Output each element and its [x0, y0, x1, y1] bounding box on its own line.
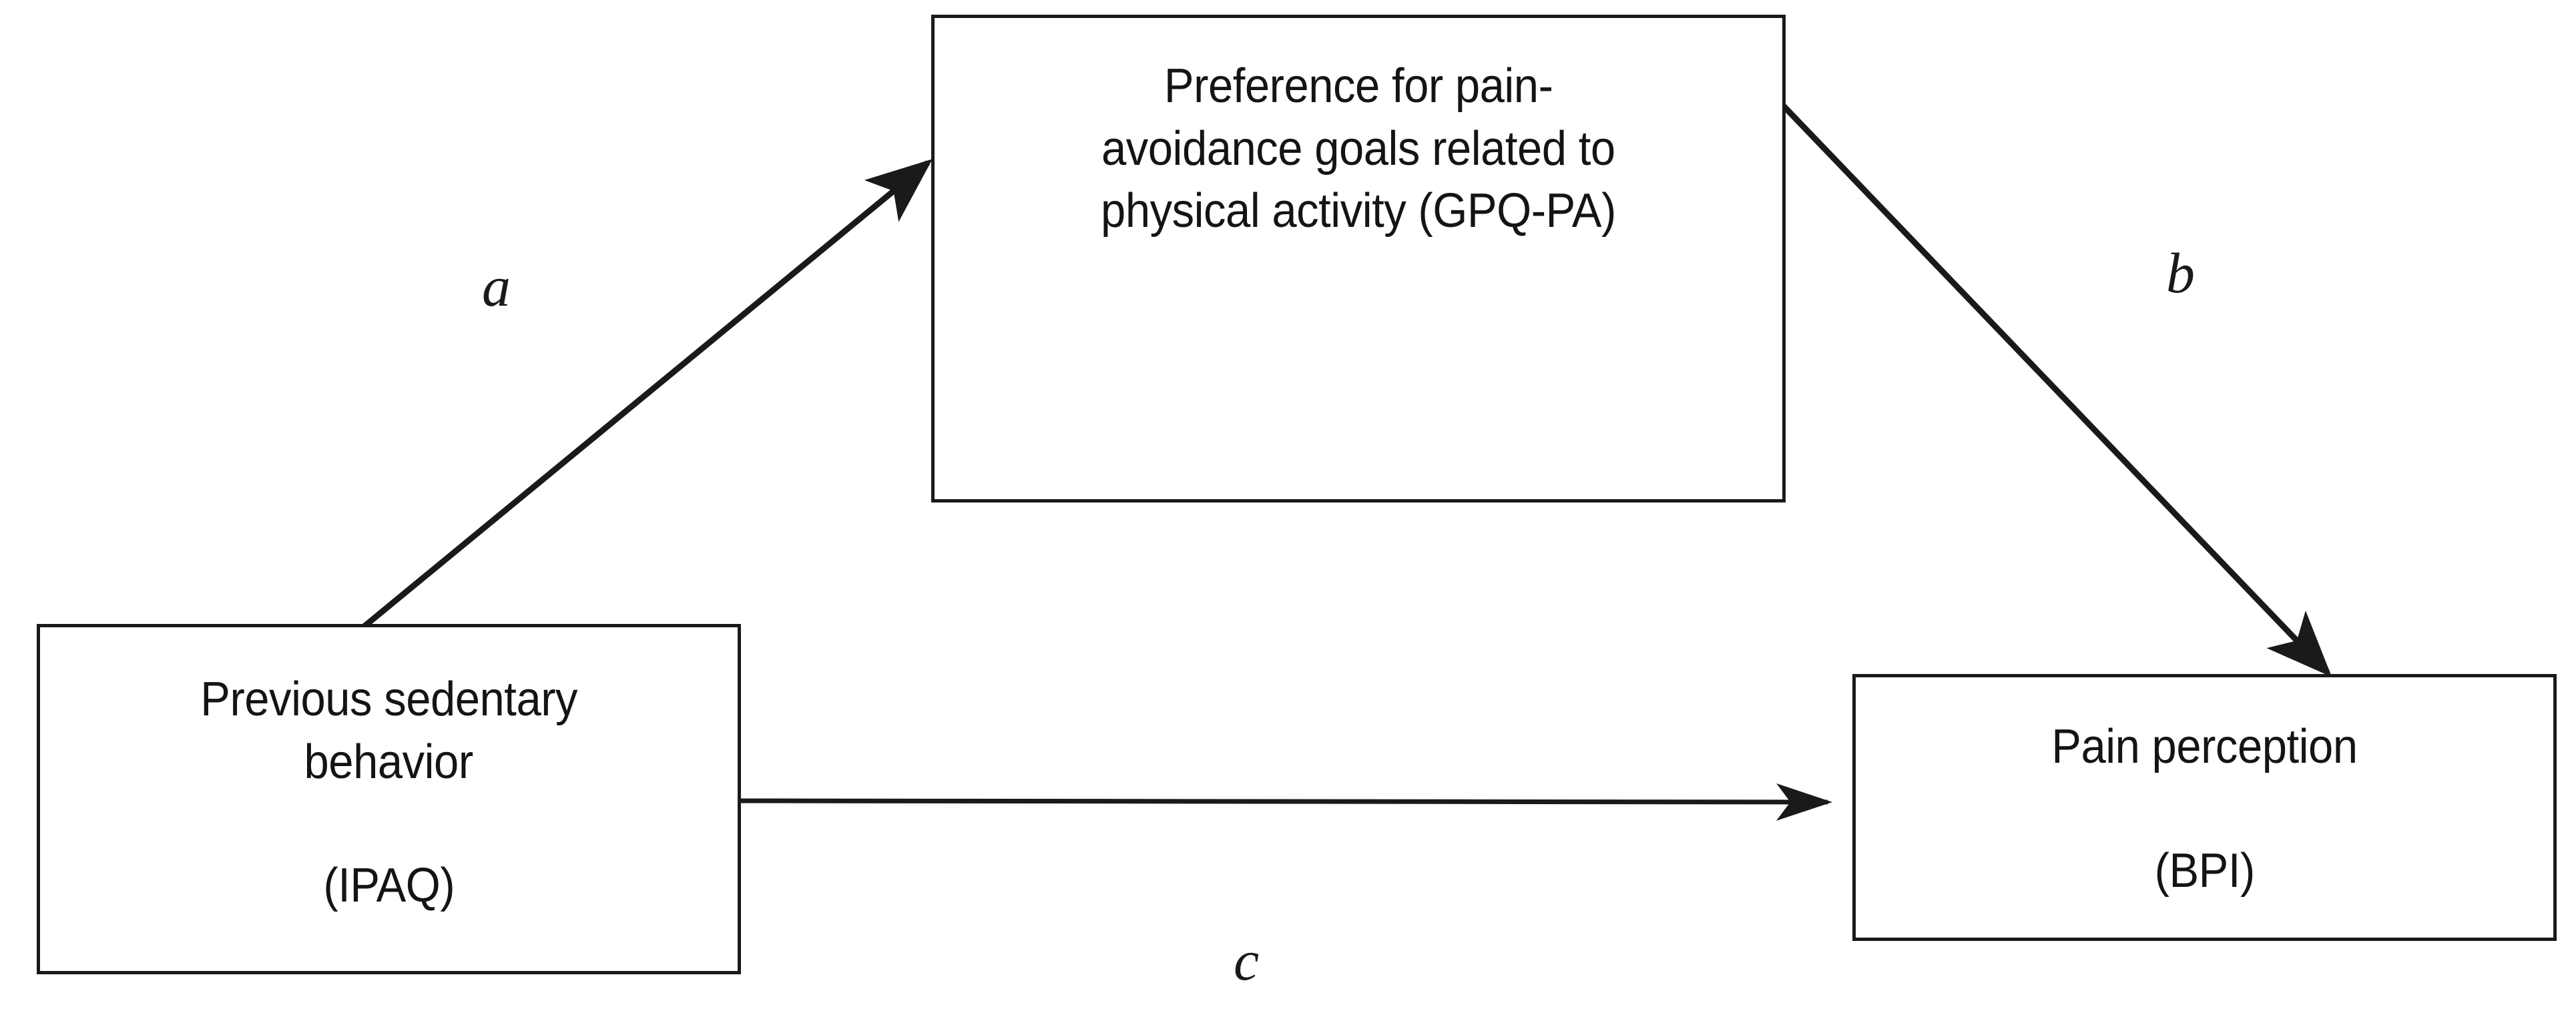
- predictor-line-2: behavior: [304, 735, 474, 789]
- mediator-line-2: avoidance goals related to: [1101, 121, 1615, 176]
- mediator-line-1: Preference for pain-: [1164, 59, 1553, 113]
- path-label-c: c: [1234, 928, 1260, 992]
- mediator-line-3: physical activity (GPQ-PA): [1101, 184, 1616, 238]
- predictor-line-1: Previous sedentary: [200, 673, 577, 726]
- path-a-arrow: [335, 159, 933, 651]
- outcome-line-1: Pain perception: [2051, 720, 2358, 773]
- path-c-arrow: [740, 783, 1832, 821]
- outcome-measure: (BPI): [2154, 843, 2255, 898]
- predictor-measure: (IPAQ): [323, 859, 455, 913]
- path-label-b: b: [2166, 241, 2195, 305]
- node-box-outcome: Pain perception (BPI): [1852, 674, 2557, 941]
- node-box-mediator: Preference for pain- avoidance goals rel…: [931, 15, 1786, 502]
- node-box-predictor: Previous sedentary behavior (IPAQ): [37, 624, 741, 974]
- path-b-arrow: [1765, 87, 2332, 677]
- path-label-a: a: [482, 254, 511, 318]
